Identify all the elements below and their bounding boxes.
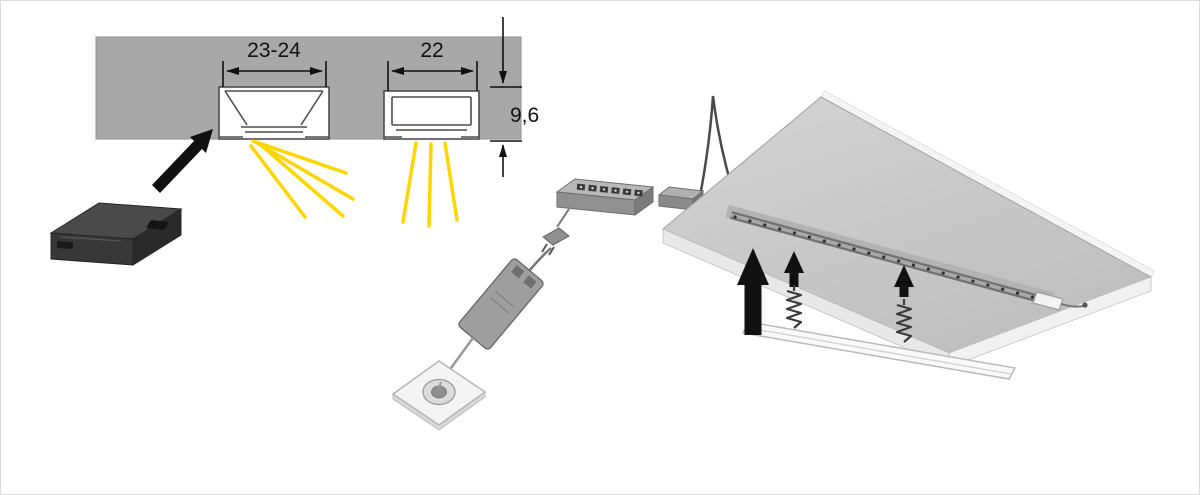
light-rays-profile-a — [249, 139, 355, 219]
distributor-wire — [556, 208, 570, 228]
install-arrow-1-icon — [784, 251, 804, 287]
screw-2-icon — [895, 299, 913, 343]
distributor-block — [555, 178, 655, 216]
led-strip — [729, 211, 1049, 305]
distributor-ports — [576, 183, 643, 197]
plug-connector — [541, 227, 570, 256]
clip-install-arrow-icon — [152, 129, 213, 193]
install-arrow-big-icon — [737, 248, 769, 335]
recessed-profile-b — [383, 90, 480, 140]
dimension-recess-depth: 9,6 — [490, 17, 539, 177]
driver-box — [458, 258, 544, 350]
mounting-clip — [49, 202, 183, 266]
dimension-profile-b-width: 22 — [387, 39, 478, 91]
screw-1-icon — [785, 285, 803, 329]
dim-label-recess-depth: 9,6 — [510, 104, 539, 127]
driver-cable-upper — [528, 247, 552, 272]
dimension-profile-a-width: 23-24 — [222, 39, 327, 87]
ceiling-panel — [662, 90, 1155, 380]
light-rays-profile-b — [401, 141, 459, 228]
wiring-assembly — [391, 95, 744, 431]
strip-end-cap — [1032, 291, 1088, 311]
dim-label-profile-a: 23-24 — [247, 39, 301, 62]
cross-section-panel: 23-24 22 9,6 — [49, 17, 539, 266]
dim-label-profile-b: 22 — [420, 39, 443, 62]
install-arrow-2-icon — [894, 265, 914, 297]
recessed-profile-a — [218, 86, 330, 140]
round-socket — [391, 360, 487, 431]
